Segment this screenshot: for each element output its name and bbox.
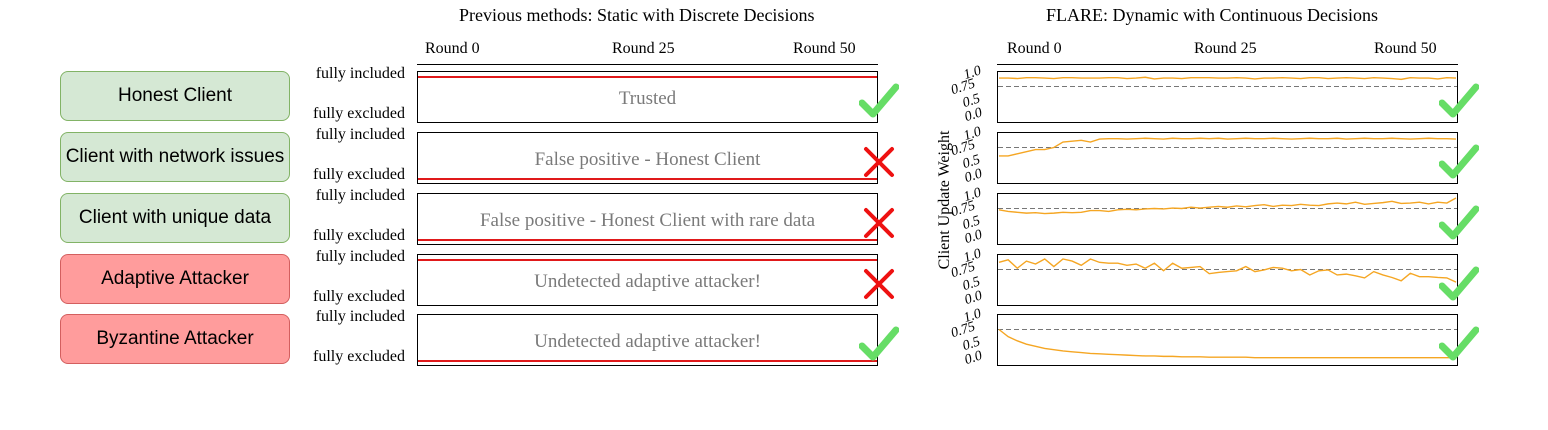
weight-chart-panel (997, 71, 1458, 123)
level-label-included: fully included (315, 126, 405, 143)
decision-outcome-text: Trusted (618, 88, 677, 109)
client-box: Client with network issues (60, 132, 290, 182)
weight-chart-panel (997, 314, 1458, 366)
round-label-0: Round 0 (425, 40, 480, 57)
cross-icon-stroke (864, 147, 894, 177)
left-title: Previous methods: Static with Discrete D… (459, 5, 815, 25)
check-icon (859, 83, 899, 118)
level-label-included: fully included (315, 308, 405, 325)
check-icon (1439, 83, 1479, 118)
check-icon (1439, 205, 1479, 240)
weight-chart-panel (997, 132, 1458, 184)
client-name: Honest Client (117, 85, 233, 106)
check-icon (1439, 266, 1479, 301)
decision-outcome-text: Undetected adaptive attacker! (534, 331, 761, 352)
client-name: Adaptive Attacker (101, 268, 249, 289)
cross-icon (864, 269, 894, 299)
check-icon-stroke (1439, 266, 1479, 301)
client-box: Client with unique data (60, 193, 290, 243)
client-name: Byzantine Attacker (96, 328, 254, 349)
client-name: Client with unique data (78, 207, 272, 228)
weight-chart-svg (998, 76, 1457, 87)
decision-line (418, 76, 877, 78)
right-title: FLARE: Dynamic with Continuous Decisions (1046, 5, 1378, 25)
check-icon (1439, 144, 1479, 179)
round-label-25: Round 25 (1194, 40, 1257, 57)
client-box: Adaptive Attacker (60, 254, 290, 304)
level-label-excluded: fully excluded (313, 288, 405, 305)
weight-chart-svg (998, 258, 1457, 283)
round-label-50: Round 50 (793, 40, 856, 57)
level-label-included: fully included (315, 65, 405, 82)
level-label-excluded: fully excluded (313, 105, 405, 122)
static-decision-panel: Undetected adaptive attacker! (417, 254, 878, 306)
check-icon-stroke (1439, 326, 1479, 361)
decision-outcome-text: False positive - Honest Client with rare… (479, 210, 816, 231)
static-decision-panel: False positive - Honest Client (417, 132, 878, 184)
static-decision-panel: Undetected adaptive attacker! (417, 314, 878, 366)
check-icon (859, 326, 899, 361)
level-label-included: fully included (315, 187, 405, 204)
weight-chart-panel (997, 254, 1458, 306)
level-label-included: fully included (315, 248, 405, 265)
weight-series-line (999, 137, 1457, 157)
decision-line (418, 360, 877, 362)
weight-series-line (998, 258, 1457, 283)
decision-line (418, 178, 877, 180)
weight-chart-svg (998, 328, 1457, 359)
left-round-axis (417, 64, 878, 65)
level-label-excluded: fully excluded (313, 227, 405, 244)
weight-chart-svg (998, 137, 1457, 157)
client-name: Client with network issues (65, 146, 285, 167)
decision-line (418, 259, 877, 261)
decision-line (418, 239, 877, 241)
decision-outcome-text: False positive - Honest Client (534, 149, 761, 170)
static-decision-panel: False positive - Honest Client with rare… (417, 193, 878, 245)
check-icon-stroke (1439, 144, 1479, 179)
check-icon-stroke (859, 83, 899, 118)
round-label-0: Round 0 (1007, 40, 1062, 57)
round-label-50: Round 50 (1374, 40, 1437, 57)
check-icon-stroke (1439, 205, 1479, 240)
cross-icon (864, 208, 894, 238)
level-label-excluded: fully excluded (313, 348, 405, 365)
cross-icon-stroke (864, 269, 894, 299)
weight-series-line (998, 197, 1457, 215)
level-label-excluded: fully excluded (313, 166, 405, 183)
weight-chart-panel (997, 193, 1458, 245)
weight-series-line (998, 328, 1456, 359)
check-icon-stroke (859, 326, 899, 361)
weight-chart-svg (998, 197, 1457, 215)
check-icon (1439, 326, 1479, 361)
static-decision-panel: Trusted (417, 71, 878, 123)
right-round-axis (997, 64, 1458, 65)
check-icon-stroke (1439, 83, 1479, 118)
client-box: Honest Client (60, 71, 290, 121)
cross-icon (864, 147, 894, 177)
client-box: Byzantine Attacker (60, 314, 290, 364)
round-label-25: Round 25 (612, 40, 675, 57)
weight-series-line (999, 76, 1457, 81)
decision-outcome-text: Undetected adaptive attacker! (534, 271, 761, 292)
cross-icon-stroke (864, 208, 894, 238)
